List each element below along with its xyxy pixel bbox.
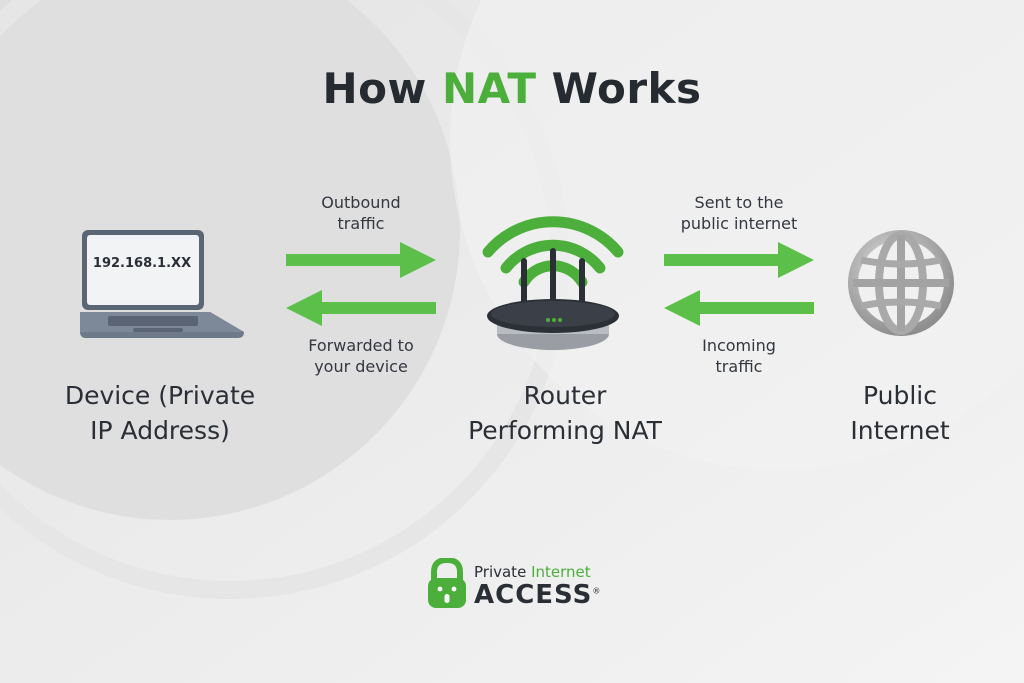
forwarded-arrow — [286, 290, 436, 326]
padlock-logo-icon — [426, 558, 468, 610]
device-screen-ip: 192.168.1.XX — [92, 256, 192, 271]
page-title: How NAT Works — [322, 64, 702, 113]
incoming-arrow — [664, 290, 814, 326]
title-accent: NAT — [441, 64, 537, 113]
sent-arrow — [664, 242, 814, 278]
wifi-router-icon — [478, 210, 628, 352]
globe-icon — [846, 228, 956, 338]
laptop-icon — [78, 228, 246, 340]
logo-text-bottom: ACCESS® — [474, 580, 602, 610]
registered-mark: ® — [592, 586, 602, 596]
outbound-arrow — [286, 242, 436, 278]
logo-text-top: Private Internet — [474, 563, 591, 581]
